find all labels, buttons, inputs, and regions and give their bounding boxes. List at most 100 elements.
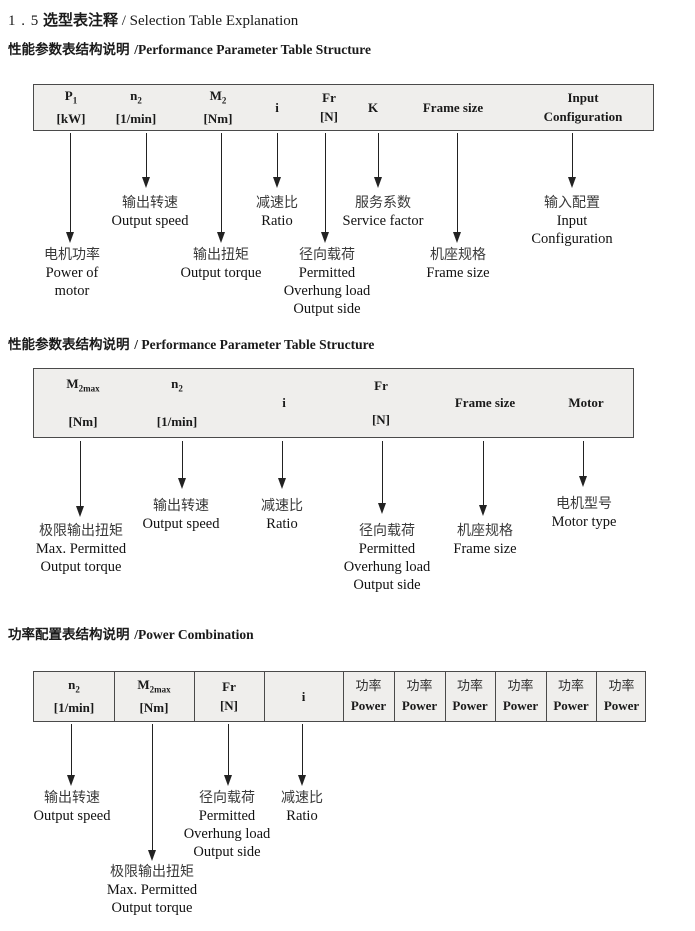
header-cell-power-1: 功率 Power (343, 672, 394, 721)
column-symbol: i (275, 99, 279, 115)
callout-label-en: Output side (353, 577, 421, 593)
arrow-down-p1 (66, 133, 74, 243)
callout-label-en: Configuration (531, 231, 613, 247)
callout-label-cn: 减速比 (256, 195, 298, 211)
column-subscript: 1 (72, 95, 78, 106)
callout-label-en: Ratio (261, 213, 293, 229)
column-symbol: M (137, 676, 150, 692)
callout-label-cn: 极限输出扭矩 (110, 864, 194, 880)
column-symbol: M (66, 375, 79, 391)
header-cell-i: i (264, 672, 343, 721)
column-symbol: Fr (222, 679, 236, 694)
callout-motor-type: 电机型号 Motor type (509, 495, 659, 531)
header-cell-power-2: 功率 Power (394, 672, 445, 721)
header-cell-n2: n2 [1/min] (96, 85, 176, 130)
arrow-down-n2 (67, 724, 75, 786)
table-divider (194, 672, 195, 721)
header-cell-n2: n2 [1/min] (137, 369, 217, 437)
power-combination-table: n2 [1/min] M2max [Nm] Fr [N] i 功率 Power … (33, 671, 646, 722)
header-cell-m2max: M2max [Nm] (114, 672, 194, 721)
callout-label-en: Output speed (142, 516, 220, 532)
power-label-en: Power (350, 698, 387, 713)
arrow-down-n2 (142, 133, 150, 188)
column-unit: [N] (219, 698, 239, 713)
column-symbol: i (301, 688, 306, 704)
callout-label-cn: 输出转速 (122, 195, 178, 211)
callout-label-en: Overhung load (343, 559, 431, 575)
callout-output-speed: 输出转速 Output speed (106, 497, 256, 533)
table-divider (596, 672, 597, 721)
arrow-down-n2 (178, 441, 186, 489)
header-cell-fr: Fr [N] (194, 672, 264, 721)
callout-label-cn: 输入配置 (544, 195, 600, 211)
arrow-down-motor (579, 441, 587, 487)
performance-table-2: M2max [Nm] n2 [1/min] i Fr [N] Frame siz… (33, 368, 634, 438)
header-cell-fr: Fr [N] (351, 369, 411, 437)
column-symbol: n (130, 87, 138, 103)
header-cell-power-4: 功率 Power (495, 672, 546, 721)
callout-label-cn: 机座规格 (430, 247, 486, 263)
callout-label-cn: 径向载荷 (299, 247, 355, 263)
column-subscript: 2max (78, 383, 100, 394)
power-label-en: Power (553, 698, 589, 713)
table-divider (546, 672, 547, 721)
header-cell-power-3: 功率 Power (445, 672, 495, 721)
callout-frame-size: 机座规格 Frame size (410, 522, 560, 558)
callout-label-en: Output torque (40, 559, 122, 575)
power-label-cn: 功率 (456, 679, 483, 694)
callout-label-cn: 输出转速 (153, 498, 209, 514)
callout-label-en: Permitted (198, 808, 256, 824)
section-heading-2: 性能参数表结构说明 / Performance Parameter Table … (8, 333, 374, 353)
section-heading-3: 功率配置表结构说明 /Power Combination (8, 623, 254, 643)
header-cell-motor: Motor (546, 369, 626, 437)
column-symbol: K (367, 99, 379, 115)
callout-label-cn: 减速比 (261, 498, 303, 514)
table-divider (343, 672, 344, 721)
power-label-cn: 功率 (608, 679, 635, 694)
callout-label-en: Power of (45, 265, 99, 281)
column-subscript: 2max (149, 684, 171, 695)
callout-service-factor: 服务系数 Service factor (308, 194, 458, 230)
section-heading-1-en: /Performance Parameter Table Structure (134, 42, 372, 57)
callout-label-en: Frame size (426, 265, 490, 281)
header-cell-input-configuration: Input Configuration (533, 85, 633, 130)
callout-overhung-load: 径向载荷 Permitted Overhung load Output side (312, 522, 462, 594)
section-number: 1 . 5 (8, 13, 40, 29)
performance-table-1: P1 [kW] n2 [1/min] M2 [Nm] i Fr [N] K Fr… (33, 84, 654, 131)
power-label-en: Power (401, 698, 438, 713)
callout-output-speed: 输出转速 Output speed (0, 789, 147, 825)
callout-label-en: Motor type (551, 514, 617, 530)
table-divider (114, 672, 115, 721)
arrow-down-k (374, 133, 382, 188)
header-cell-i: i (259, 369, 309, 437)
arrow-down-frame-size (453, 133, 461, 243)
power-label-en: Power (603, 698, 640, 713)
column-subscript: 2 (221, 95, 227, 106)
arrow-down-i (273, 133, 281, 188)
callout-overhung-load: 径向载荷 Permitted Overhung load Output side (152, 789, 302, 861)
callout-label-en: Overhung load (183, 826, 271, 842)
callout-label-en: Output side (293, 301, 361, 317)
callout-label-cn: 减速比 (281, 790, 323, 806)
callout-power-of-motor: 电机功率 Power of motor (0, 246, 147, 300)
column-unit: [N] (371, 412, 391, 427)
callout-label-cn: 服务系数 (355, 195, 411, 211)
callout-label-cn: 输出扭矩 (193, 247, 249, 263)
header-cell-i: i (252, 85, 302, 130)
power-label-cn: 功率 (406, 679, 433, 694)
callout-label-en: Permitted (298, 265, 356, 281)
arrow-down-i (298, 724, 306, 786)
header-cell-p1: P1 [kW] (38, 85, 104, 130)
callout-label-en: motor (54, 283, 90, 299)
column-symbol: M (209, 87, 222, 103)
section-heading-2-en: / Performance Parameter Table Structure (134, 337, 375, 352)
callout-label-en: Service factor (342, 213, 424, 229)
column-symbol: Fr (322, 90, 336, 105)
callout-overhung-load: 径向载荷 Permitted Overhung load Output side (252, 246, 402, 318)
callout-label-en: Output speed (33, 808, 111, 824)
callout-ratio: 减速比 Ratio (207, 497, 357, 533)
column-symbol: i (282, 395, 286, 410)
column-subscript: 2 (137, 95, 142, 106)
callout-output-speed: 输出转速 Output speed (75, 194, 225, 230)
